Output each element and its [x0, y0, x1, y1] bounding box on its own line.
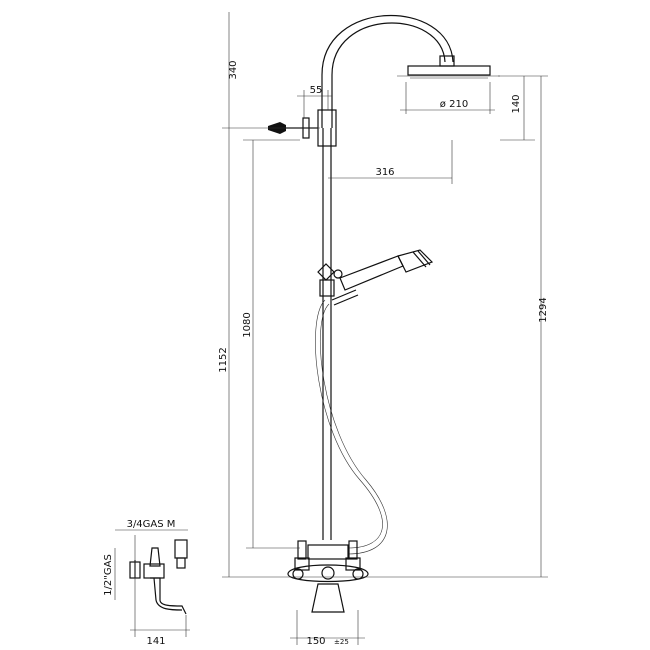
riser-pipe [322, 128, 332, 540]
dim-inlet-thread: 3/4GAS M [127, 519, 176, 530]
dim-slider-height: 1080 [242, 312, 253, 337]
hand-shower [331, 249, 434, 306]
bath-mixer-front [287, 540, 369, 613]
dim-head-height: 140 [511, 94, 522, 113]
dim-arm-offset: 55 [310, 85, 323, 96]
rain-shower-head [407, 55, 491, 79]
dim-wall-to-arm: 1152 [218, 347, 229, 372]
dim-head-drop: 340 [228, 60, 239, 79]
dim-centers: 150 [306, 636, 325, 647]
shower-gooseneck-arm [321, 14, 454, 128]
dim-centers-tolerance: ±25 [334, 638, 349, 646]
dim-total-height: 1294 [538, 297, 549, 322]
shower-hose [315, 299, 388, 555]
dim-spout-depth: 141 [146, 636, 165, 647]
hand-shower-slider [317, 263, 343, 297]
dim-head-diameter: ø 210 [440, 99, 468, 110]
dim-arm-reach: 316 [375, 167, 394, 178]
dimension-lines [114, 12, 548, 645]
bath-mixer-side [129, 539, 188, 615]
dim-outlet-thread: 1/2"GAS [103, 554, 114, 596]
